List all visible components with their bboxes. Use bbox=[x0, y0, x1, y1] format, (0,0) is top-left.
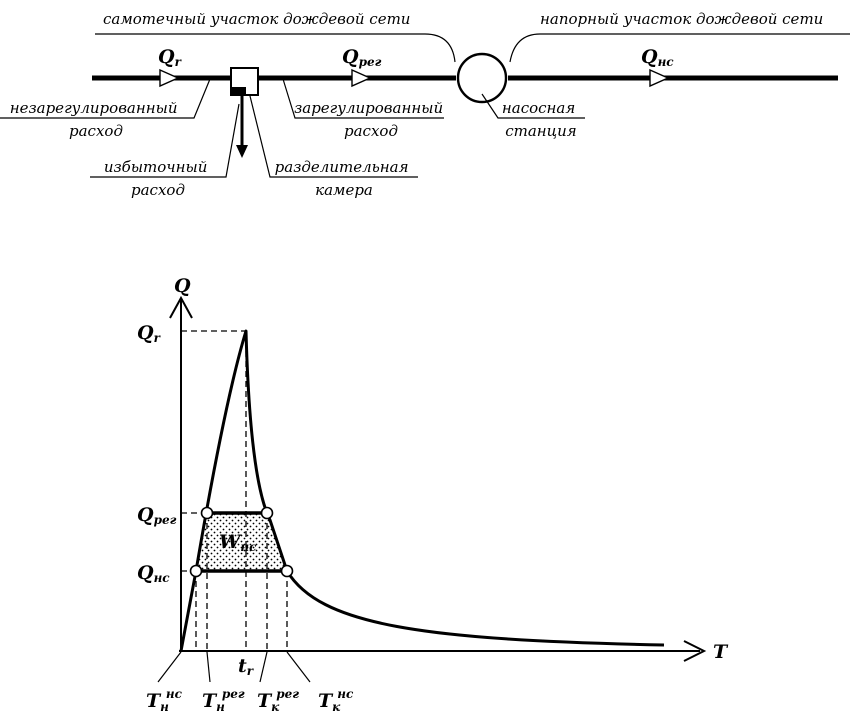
pressure-section-brace bbox=[509, 33, 850, 63]
time-label-tk-reg: Tкрег bbox=[257, 687, 299, 714]
marker-tn-reg bbox=[200, 506, 214, 520]
y-axis-arrow bbox=[169, 295, 193, 319]
leader-tk-ns bbox=[286, 651, 311, 683]
time-label-tn-ns: Tннс bbox=[146, 687, 183, 714]
leader-station bbox=[481, 93, 585, 119]
tick-qreg: Qрег bbox=[137, 504, 177, 527]
pressure-section-label: напорный участок дождевой сети bbox=[540, 10, 823, 28]
x-axis-title: T bbox=[713, 641, 729, 663]
pumping-station-label: насосная станция bbox=[502, 99, 580, 140]
storage-volume-area bbox=[196, 513, 287, 571]
marker-tn-ns bbox=[189, 564, 203, 578]
y-axis-title: Q bbox=[174, 275, 191, 297]
flow-arrow-qr bbox=[159, 68, 180, 88]
separation-chamber-label: разделительная камера bbox=[275, 158, 414, 199]
hydrograph: Q T Qr Qрег Qнс Wнс tr Tннс Tнрег bbox=[137, 275, 729, 714]
x-axis-arrow bbox=[683, 640, 707, 662]
label-qns: Qнс bbox=[641, 46, 674, 69]
leader-tn-ns bbox=[157, 651, 182, 683]
excess-arrow bbox=[236, 145, 248, 158]
leader-tn-reg bbox=[206, 651, 211, 683]
regulated-flow-label: зарегулированный расход bbox=[294, 99, 448, 140]
peak-time-label: tr bbox=[238, 655, 255, 678]
excess-flow-label: избыточный расход bbox=[104, 158, 212, 199]
storage-volume-label: Wнс bbox=[219, 531, 257, 554]
marker-tk-ns bbox=[280, 564, 294, 578]
time-label-tk-ns: Tкнс bbox=[318, 687, 354, 714]
label-qreg: Qрег bbox=[342, 46, 382, 69]
gravity-section-label: самотечный участок дождевой сети bbox=[103, 10, 410, 28]
network-scheme: самотечный участок дождевой сети напорны… bbox=[0, 10, 850, 199]
leader-unregulated bbox=[0, 78, 211, 119]
flow-arrow-qns bbox=[649, 68, 670, 88]
flow-arrow-qreg bbox=[351, 68, 372, 88]
tick-qr: Qr bbox=[137, 322, 162, 345]
hydrograph-curve bbox=[179, 329, 665, 652]
chamber-inner-block bbox=[232, 87, 246, 96]
unregulated-flow-label: незарегулированный расход bbox=[10, 99, 183, 140]
tick-qns: Qнс bbox=[137, 562, 170, 585]
leader-regulated bbox=[282, 78, 444, 119]
marker-tk-reg bbox=[260, 506, 274, 520]
leader-chamber bbox=[249, 95, 418, 178]
time-label-tn-reg: Tнрег bbox=[202, 687, 245, 714]
leader-tk-reg bbox=[259, 651, 268, 683]
pumping-station-circle bbox=[456, 52, 508, 104]
label-qr: Qr bbox=[158, 46, 183, 69]
gravity-section-brace bbox=[95, 33, 456, 63]
leader-excess bbox=[90, 103, 240, 178]
